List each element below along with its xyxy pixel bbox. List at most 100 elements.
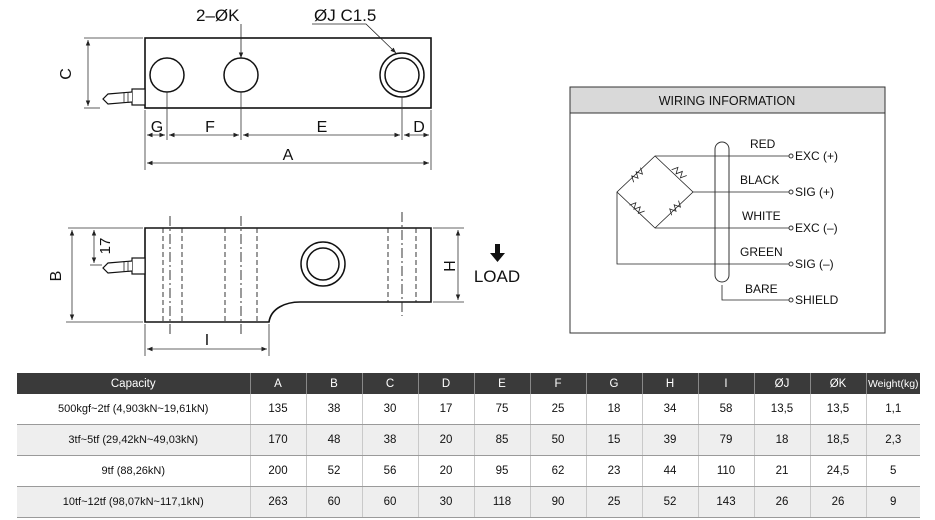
cell-g: 18 xyxy=(586,394,643,425)
cell-phi-k: 18,5 xyxy=(810,424,867,456)
cell-phi-j: 18 xyxy=(754,424,811,456)
top-view-cable xyxy=(102,88,146,106)
cell-d: 20 xyxy=(418,424,475,456)
header-b: B xyxy=(306,373,363,394)
side-view-body xyxy=(144,227,432,323)
mount-hole-inner xyxy=(384,57,420,93)
header-phi-j: ØJ xyxy=(754,373,811,394)
cell-phi-k: 24,5 xyxy=(810,455,867,487)
cell-weight: 5 xyxy=(866,455,920,487)
table-row: 10tf~12tf (98,07kN~117,1kN) 263 60 60 30… xyxy=(17,486,920,518)
wire-color-label: RED xyxy=(750,137,776,151)
cell-h: 34 xyxy=(642,394,699,425)
cell-phi-k: 13,5 xyxy=(810,394,867,425)
label-phi-j: ØJ C1.5 xyxy=(314,6,376,25)
cell-b: 38 xyxy=(306,394,363,425)
cell-d: 20 xyxy=(418,455,475,487)
cell-weight: 1,1 xyxy=(866,394,920,425)
cell-c: 56 xyxy=(362,455,419,487)
cell-f: 62 xyxy=(530,455,587,487)
cell-d: 30 xyxy=(418,486,475,518)
dim-label-f: F xyxy=(205,119,215,136)
cell-h: 39 xyxy=(642,424,699,456)
cell-g: 23 xyxy=(586,455,643,487)
wire-green: GREEN SIG (–) xyxy=(740,245,834,271)
cell-a: 200 xyxy=(250,455,307,487)
header-capacity: Capacity xyxy=(17,373,251,394)
cell-b: 48 xyxy=(306,424,363,456)
cell-c: 38 xyxy=(362,424,419,456)
wire-signal-label: SHIELD xyxy=(795,293,839,307)
cell-b: 60 xyxy=(306,486,363,518)
side-view: 17 B H I LOAD xyxy=(48,212,520,356)
dim-label-g: G xyxy=(151,119,163,136)
wire-color-label: GREEN xyxy=(740,245,783,259)
spec-table: Capacity A B C D E F G H I ØJ ØK Weight(… xyxy=(17,373,920,518)
cell-d: 17 xyxy=(418,394,475,425)
top-view: 2–ØK ØJ C1.5 C G F E D A xyxy=(58,6,432,170)
dim-label-i: I xyxy=(205,332,209,349)
cell-a: 263 xyxy=(250,486,307,518)
hole-k-1 xyxy=(149,57,185,93)
dim-label-c: C xyxy=(58,68,75,80)
cell-e: 85 xyxy=(474,424,531,456)
cell-h: 44 xyxy=(642,455,699,487)
cell-a: 135 xyxy=(250,394,307,425)
wire-color-label: BLACK xyxy=(740,173,779,187)
gauge-hole-inner xyxy=(306,247,340,281)
wire-signal-label: SIG (+) xyxy=(795,185,834,199)
label-2-phi-k: 2–ØK xyxy=(196,6,240,25)
side-view-cable xyxy=(102,257,146,275)
wire-black: BLACK SIG (+) xyxy=(740,173,834,199)
dim-label-a: A xyxy=(283,147,294,164)
cell-e: 95 xyxy=(474,455,531,487)
table-row: 3tf~5tf (29,42kN~49,03kN) 170 48 38 20 8… xyxy=(17,424,920,456)
dim-label-b: B xyxy=(48,271,65,282)
header-c: C xyxy=(362,373,419,394)
header-g: G xyxy=(586,373,643,394)
cell-e: 75 xyxy=(474,394,531,425)
cell-h: 52 xyxy=(642,486,699,518)
cell-e: 118 xyxy=(474,486,531,518)
load-arrow-icon xyxy=(490,244,505,262)
wire-color-label: BARE xyxy=(745,282,778,296)
cell-i: 58 xyxy=(698,394,755,425)
shield-icon xyxy=(714,141,730,283)
header-h: H xyxy=(642,373,699,394)
wire-color-label: WHITE xyxy=(742,209,781,223)
wire-bare: BARE SHIELD xyxy=(745,282,839,307)
table-header-row: Capacity A B C D E F G H I ØJ ØK Weight(… xyxy=(17,373,920,394)
wiring-panel: WIRING INFORMATION RED EXC (+) BL xyxy=(569,86,886,334)
wire-white: WHITE EXC (–) xyxy=(742,209,838,235)
wire-signal-label: EXC (–) xyxy=(795,221,838,235)
hole-k-2 xyxy=(223,57,259,93)
wire-red: RED EXC (+) xyxy=(750,137,838,163)
cell-capacity: 9tf (88,26kN) xyxy=(17,455,251,487)
wire-signal-label: SIG (–) xyxy=(795,257,834,271)
header-i: I xyxy=(698,373,755,394)
cell-weight: 9 xyxy=(866,486,920,518)
cell-c: 60 xyxy=(362,486,419,518)
header-a: A xyxy=(250,373,307,394)
cell-capacity: 10tf~12tf (98,07kN~117,1kN) xyxy=(17,486,251,518)
header-d: D xyxy=(418,373,475,394)
drawing-area: 2–ØK ØJ C1.5 C G F E D A xyxy=(48,6,886,356)
wire-signal-label: EXC (+) xyxy=(795,149,838,163)
cell-i: 79 xyxy=(698,424,755,456)
cell-phi-j: 13,5 xyxy=(754,394,811,425)
cell-phi-j: 21 xyxy=(754,455,811,487)
header-weight: Weight(kg) xyxy=(866,373,920,394)
cell-i: 143 xyxy=(698,486,755,518)
leader-j xyxy=(312,23,397,54)
dim-label-e: E xyxy=(317,119,328,136)
cell-g: 25 xyxy=(586,486,643,518)
table-row: 500kgf~2tf (4,903kN~19,61kN) 135 38 30 1… xyxy=(17,394,920,425)
cell-f: 50 xyxy=(530,424,587,456)
dim-label-h: H xyxy=(440,260,457,272)
header-phi-k: ØK xyxy=(810,373,867,394)
dim-label-17: 17 xyxy=(97,238,114,255)
cell-b: 52 xyxy=(306,455,363,487)
cell-phi-j: 26 xyxy=(754,486,811,518)
cell-a: 170 xyxy=(250,424,307,456)
wiring-title: WIRING INFORMATION xyxy=(659,94,796,108)
